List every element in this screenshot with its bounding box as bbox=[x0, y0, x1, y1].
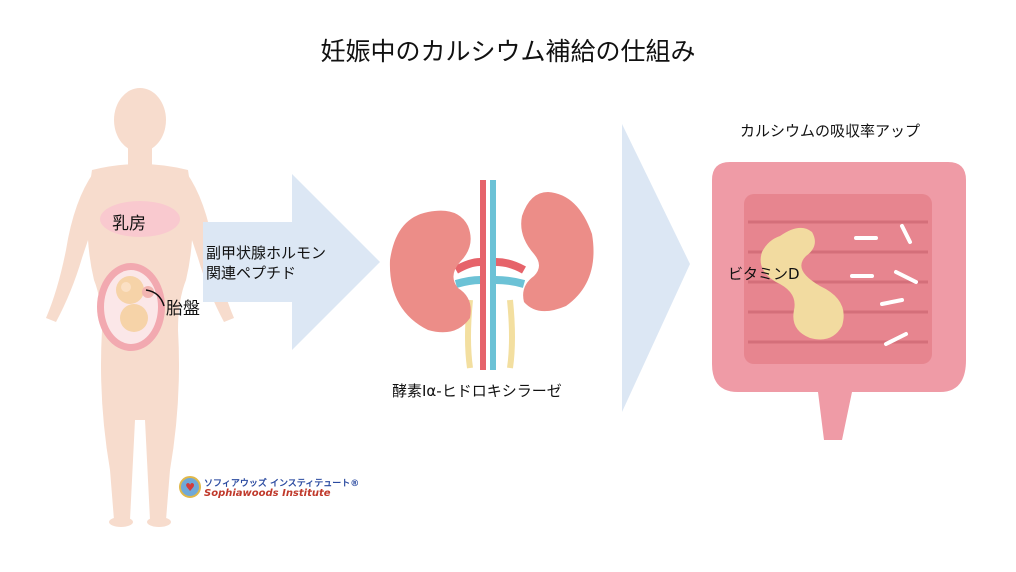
logo-text-japanese: ソフィアウッズ インスティテュート® bbox=[204, 479, 360, 489]
breast-label: 乳房 bbox=[112, 214, 146, 234]
enzyme-label: 酵素Ⅰα-ヒドロキシラーゼ bbox=[392, 382, 562, 400]
placenta-label: 胎盤 bbox=[166, 299, 200, 319]
arrow-kidney-to-intestine bbox=[622, 124, 690, 412]
breast-shape bbox=[100, 201, 180, 237]
kidneys-illustration bbox=[389, 180, 594, 370]
logo-text-english: Sophiawoods Institute bbox=[204, 488, 331, 499]
placenta-pointer-line bbox=[145, 289, 165, 307]
page-title: 妊娠中のカルシウム補給の仕組み bbox=[320, 37, 696, 66]
hormone-label-line1: 副甲状腺ホルモン bbox=[206, 244, 327, 262]
vitamin-d-label: ビタミンD bbox=[728, 265, 800, 283]
logo-mark-icon bbox=[179, 476, 201, 498]
arrow-body-to-kidney bbox=[203, 174, 380, 350]
hormone-label-line2: 関連ペプチド bbox=[206, 264, 297, 282]
vitamin-d-shape bbox=[760, 227, 844, 340]
logo-heart-icon: ♥ bbox=[185, 481, 195, 494]
absorption-heading: カルシウムの吸収率アップ bbox=[740, 122, 921, 140]
bone-icon bbox=[850, 224, 918, 346]
uterus-with-fetus bbox=[97, 263, 165, 351]
